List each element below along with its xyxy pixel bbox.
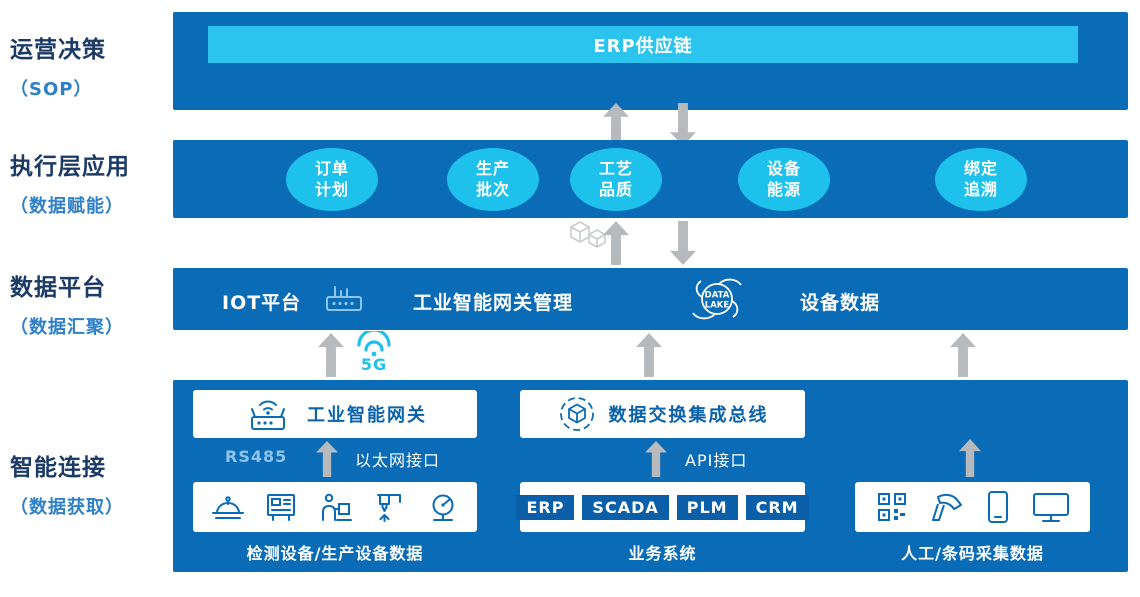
flow-arrow-up-icon [636,333,662,377]
row-title-execution: 执行层应用 [10,154,130,180]
bus-box: 数据交换集成总线 [520,390,805,438]
bubble-line: 工艺 [598,158,633,178]
band-execution: 订单 计划 生产 批次 工艺 品质 设备 能源 绑定 追溯 [173,140,1128,218]
row-title-operations: 运营决策 [10,37,106,63]
bubble-line: 设备 [766,158,801,178]
iot-platform-label: IOT平台 [222,292,302,314]
system-badge-plm: PLM [676,494,738,520]
wifi-5g-indicator: 5G [352,331,396,374]
wifi-icon [357,331,391,357]
row-label-operations: 运营决策 （SOP） [10,30,170,101]
api-label: API接口 [685,451,748,470]
bubble-production-batch: 生产 批次 [447,148,539,211]
flow-arrow-up-icon [318,333,344,377]
bubble-line: 绑定 [963,158,998,178]
bubble-line: 计划 [314,179,349,199]
bubble-order-plan: 订单 计划 [286,148,378,211]
system-badge-crm: CRM [745,494,809,520]
erp-supply-chain-bar: ERP供应链 [208,26,1078,63]
bubble-binding-trace: 绑定 追溯 [935,148,1027,211]
smartphone-icon [988,491,1009,523]
row-title-connectivity: 智能连接 [10,455,106,481]
bubble-line: 生产 [475,158,510,178]
bubble-line: 品质 [598,179,633,199]
system-badge-scada: SCADA [582,494,669,520]
barcode-scanner-icon [931,493,962,521]
band-platform: IOT平台 工业智能网关管理 DATA LAKE 设备数据 [173,268,1128,330]
dome-detector-icon [211,496,244,519]
devices-caption: 检测设备/生产设备数据 [246,544,424,563]
router-icon [326,286,362,311]
gateway-icon [251,400,285,430]
bubble-process-quality: 工艺 品质 [570,148,662,211]
gateway-box-label: 工业智能网关 [307,405,427,426]
row-title-platform: 数据平台 [10,275,106,301]
data-lake-text: DATA [705,291,730,301]
rs485-label: RS485 [225,447,288,466]
qrcode-icon [878,493,907,521]
flow-arrow-up-icon [316,441,338,477]
device-data-label: 设备数据 [800,292,881,314]
bus-box-label: 数据交换集成总线 [608,405,769,426]
monitor-icon [1032,493,1069,522]
collection-box [855,482,1090,532]
data-lake-text: LAKE [705,301,730,311]
devices-box [193,482,477,532]
row-label-connectivity: 智能连接 （数据获取） [10,448,170,519]
bubble-line: 批次 [475,179,510,199]
erp-bar-label: ERP供应链 [593,35,693,57]
gateway-box: 工业智能网关 [193,390,477,438]
row-subtitle-operations: （SOP） [10,79,93,100]
row-subtitle-connectivity: （数据获取） [10,497,124,518]
flow-arrow-up-icon [950,333,976,377]
row-subtitle-platform: （数据汇聚） [10,317,124,338]
ethernet-label: 以太网接口 [355,451,441,470]
flow-arrow-up-icon [645,441,667,477]
bubble-line: 追溯 [963,179,998,199]
row-subtitle-execution: （数据赋能） [10,196,124,217]
gauge-meter-icon [432,494,454,521]
bubble-equipment-energy: 设备 能源 [738,148,830,211]
row-label-platform: 数据平台 （数据汇聚） [10,268,170,339]
machine-panel-icon [267,494,296,521]
worker-machine-icon [321,493,352,521]
packages-icon [570,221,606,248]
band-operations: ERP供应链 [173,12,1128,110]
gateway-management-label: 工业智能网关管理 [413,292,574,314]
bubble-line: 订单 [314,158,349,178]
row-label-execution: 执行层应用 （数据赋能） [10,147,170,218]
systems-box: ERP SCADA PLM CRM [516,482,809,532]
flow-arrow-up-icon [959,439,981,477]
five-g-label: 5G [360,355,388,374]
band-connectivity: 工业智能网关 RS485 以太网接口 [173,380,1128,572]
data-exchange-cube-icon [559,397,594,431]
collection-caption: 人工/条码采集数据 [901,544,1044,563]
systems-caption: 业务系统 [628,544,697,563]
data-lake-icon: DATA LAKE [692,278,742,320]
cnc-drill-icon [376,494,401,522]
flow-arrow-down-icon [670,221,696,265]
bubble-line: 能源 [766,179,801,199]
system-badge-erp: ERP [516,494,575,520]
